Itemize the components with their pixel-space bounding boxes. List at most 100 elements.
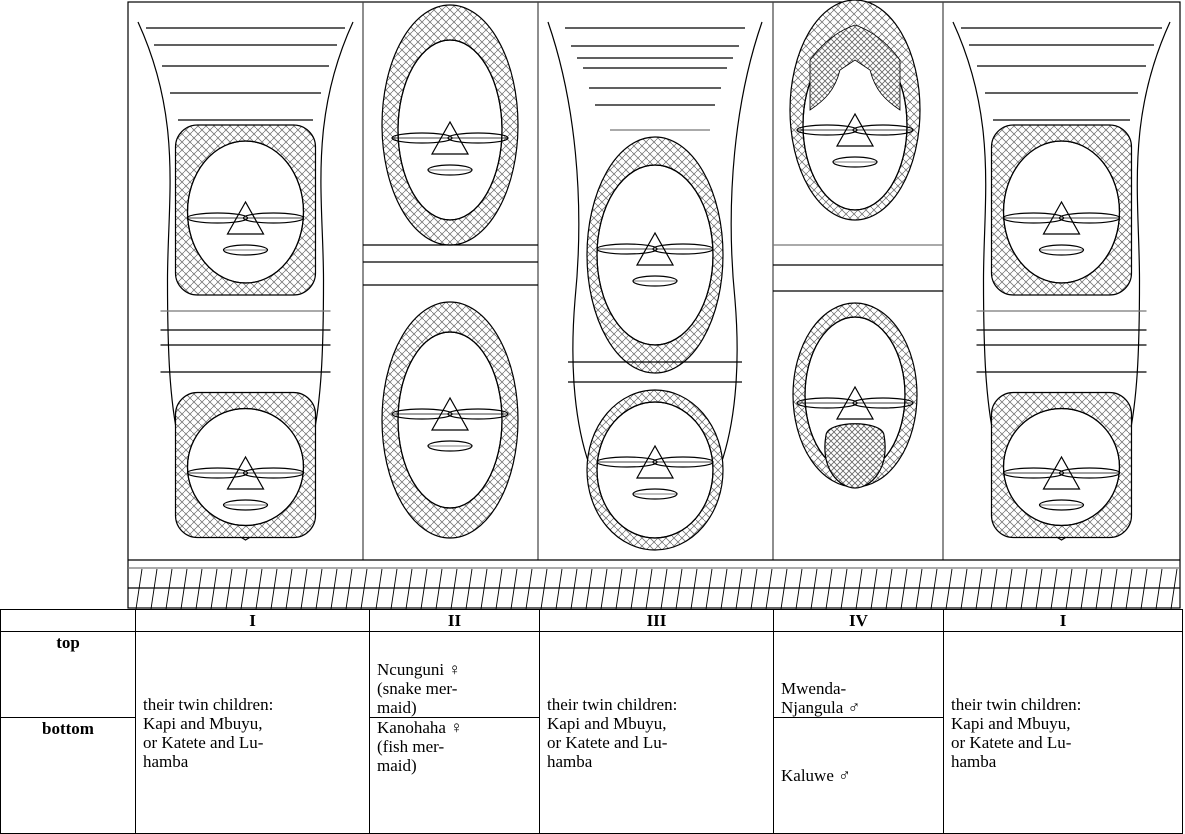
band-hatch <box>241 569 247 609</box>
cell-i-twins: their twin children: Kapi and Mbuyu, or … <box>136 632 370 834</box>
twins-line: or Katete and Lu- <box>547 733 766 752</box>
band-hatch <box>796 569 802 609</box>
band-hatch <box>376 569 382 609</box>
header-col-ii: II <box>370 610 540 632</box>
band-hatch <box>361 569 367 609</box>
band-hatch <box>166 569 172 609</box>
kanohaha-line: maid) <box>377 756 532 775</box>
band-hatch <box>826 569 832 609</box>
header-col-iv: IV <box>774 610 944 632</box>
band-hatch <box>601 569 607 609</box>
band-hatch <box>961 569 967 609</box>
band-hatch <box>736 569 742 609</box>
band-hatch <box>976 569 982 609</box>
mask-face-fill <box>1004 141 1120 283</box>
cell-ii-bottom: Kanohaha ♀ (fish mer- maid) <box>370 718 540 834</box>
band-hatch <box>226 569 232 609</box>
twins-line: Kapi and Mbuyu, <box>143 714 362 733</box>
band-hatch <box>1066 569 1072 609</box>
twins-line: Kapi and Mbuyu, <box>547 714 766 733</box>
band-hatch <box>931 569 937 609</box>
band-hatch <box>496 569 502 609</box>
band-hatch <box>1156 569 1162 609</box>
band-hatch <box>916 569 922 609</box>
mask-legend-table: I II III IV I top their twin children: K… <box>0 609 1183 834</box>
header-empty <box>1 610 136 632</box>
band-hatch <box>331 569 337 609</box>
band-hatch <box>316 569 322 609</box>
mask-face-fill <box>398 40 502 220</box>
ncunguni-line: (snake mer- <box>377 679 532 698</box>
header-col-i-repeat: I <box>944 610 1183 632</box>
band-hatch <box>1171 569 1177 609</box>
band-hatch <box>391 569 397 609</box>
mwenda-line: Mwenda- <box>781 679 936 698</box>
band-hatch <box>1096 569 1102 609</box>
cell-i-repeat-twins: their twin children: Kapi and Mbuyu, or … <box>944 632 1183 834</box>
band-hatch <box>856 569 862 609</box>
legend-row-top: top their twin children: Kapi and Mbuyu,… <box>1 632 1183 718</box>
band-hatch <box>841 569 847 609</box>
cell-iv-bottom: Kaluwe ♂ <box>774 718 944 834</box>
band-hatch <box>526 569 532 609</box>
twins-line: Kapi and Mbuyu, <box>951 714 1175 733</box>
band-hatch <box>586 569 592 609</box>
mask-face-fill <box>188 141 304 283</box>
band-hatch <box>1006 569 1012 609</box>
band-hatch <box>631 569 637 609</box>
cell-iv-top: Mwenda- Njangula ♂ <box>774 632 944 718</box>
ncunguni-line: maid) <box>377 698 532 717</box>
band-hatch <box>301 569 307 609</box>
cell-ii-top: Ncunguni ♀ (snake mer- maid) <box>370 632 540 718</box>
band-hatch <box>421 569 427 609</box>
band-hatch <box>661 569 667 609</box>
mask-face-fill <box>398 332 502 508</box>
band-hatch <box>676 569 682 609</box>
twins-line: hamba <box>951 752 1175 771</box>
band-hatch <box>211 569 217 609</box>
band-hatch <box>871 569 877 609</box>
band-hatch <box>571 569 577 609</box>
band-hatch <box>901 569 907 609</box>
band-hatch <box>1111 569 1117 609</box>
kaluwe-line: Kaluwe ♂ <box>781 766 936 785</box>
twins-line: hamba <box>143 752 362 771</box>
band-hatch <box>766 569 772 609</box>
mask-face-fill <box>597 402 713 538</box>
band-hatch <box>1081 569 1087 609</box>
band-hatch <box>1021 569 1027 609</box>
band-hatch <box>721 569 727 609</box>
band-hatch <box>751 569 757 609</box>
kanohaha-line: Kanohaha ♀ <box>377 718 532 737</box>
twins-line: their twin children: <box>951 695 1175 714</box>
mask-face-fill <box>597 165 713 345</box>
band-hatch <box>451 569 457 609</box>
row-label-bottom: bottom <box>1 718 136 834</box>
band-hatch <box>541 569 547 609</box>
band-hatch <box>511 569 517 609</box>
band-hatch <box>346 569 352 609</box>
band-hatch <box>706 569 712 609</box>
twins-line: hamba <box>547 752 766 771</box>
band-hatch <box>196 569 202 609</box>
header-col-i: I <box>136 610 370 632</box>
band-hatch <box>991 569 997 609</box>
twins-line: their twin children: <box>547 695 766 714</box>
band-hatch <box>1051 569 1057 609</box>
band-hatch <box>1141 569 1147 609</box>
legend-header-row: I II III IV I <box>1 610 1183 632</box>
twins-line: or Katete and Lu- <box>951 733 1175 752</box>
band-hatch <box>646 569 652 609</box>
row-label-top: top <box>1 632 136 718</box>
band-hatch <box>436 569 442 609</box>
mask-frieze-diagram <box>0 0 1185 612</box>
band-hatch <box>406 569 412 609</box>
band-hatch <box>271 569 277 609</box>
band-hatch <box>556 569 562 609</box>
ncunguni-line: Ncunguni ♀ <box>377 660 532 679</box>
band-hatch <box>181 569 187 609</box>
kanohaha-line: (fish mer- <box>377 737 532 756</box>
band-hatch <box>886 569 892 609</box>
band-hatch <box>811 569 817 609</box>
band-hatch <box>136 569 142 609</box>
